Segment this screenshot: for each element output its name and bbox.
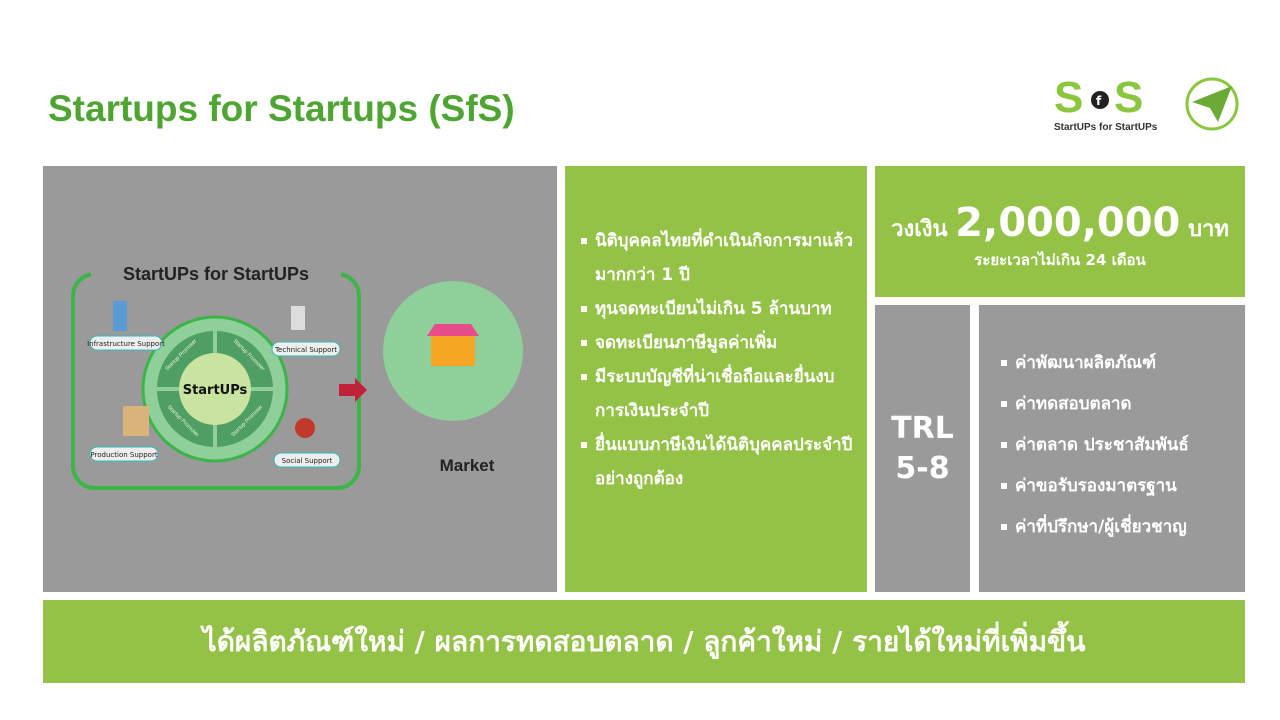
expense-item: ค่าตลาด ประชาสัมพันธ์ [1001, 425, 1245, 466]
eligibility-item: ยื่นแบบภาษีเงินได้นิติบุคคลประจำปีอย่างถ… [581, 428, 855, 496]
eligibility-item: มีระบบบัญชีที่น่าเชื่อถือและยื่นงบการเงิ… [581, 360, 855, 428]
people-icon [295, 418, 315, 438]
expense-item: ค่าทดสอบตลาด [1001, 384, 1245, 425]
center-label: StartUPs [183, 383, 248, 398]
eligibility-panel: นิติบุคคลไทยที่ดำเนินกิจการมาแล้วมากกว่า… [565, 166, 867, 592]
svg-text:S: S [1054, 73, 1083, 122]
eligibility-item: นิติบุคคลไทยที่ดำเนินกิจการมาแล้วมากกว่า… [581, 224, 855, 292]
expense-item: ค่าพัฒนาผลิตภัณฑ์ [1001, 343, 1245, 384]
trl-label: TRL [891, 410, 954, 446]
budget-duration: ระยะเวลาไม่เกิน 24 เดือน [974, 251, 1146, 269]
trl-panel: TRL 5-8 [875, 305, 970, 592]
expense-item: ค่าขอรับรองมาตรฐาน [1001, 466, 1245, 507]
page-title: Startups for Startups (SfS) [48, 88, 515, 129]
budget-amount: 2,000,000 [955, 200, 1181, 246]
eligibility-item: ทุนจดทะเบียนไม่เกิน 5 ล้านบาท [581, 292, 855, 326]
support-infrastructure: Infrastructure Support [87, 340, 165, 348]
support-social: Social Support [282, 457, 333, 465]
robot-arm-icon [291, 306, 305, 330]
support-production: Production Support [90, 451, 157, 459]
budget-unit: บาท [1188, 217, 1229, 242]
expense-item: ค่าที่ปรึกษา/ผู้เชี่ยวชาญ [1001, 507, 1245, 548]
eligibility-item: จดทะเบียนภาษีมูลค่าเพิ่ม [581, 326, 855, 360]
budget-prefix: วงเงิน [891, 217, 948, 242]
outcome-banner: ได้ผลิตภัณฑ์ใหม่ / ผลการทดสอบตลาด / ลูกค… [43, 600, 1245, 683]
boxes-icon [123, 406, 149, 436]
trl-range: 5-8 [895, 450, 950, 486]
support-technical: Technical Support [274, 346, 337, 354]
svg-text:S: S [1114, 73, 1143, 122]
sfs-diagram-panel: StartUPs for StartUPs Startup Promoter S… [43, 166, 557, 592]
diagram-title: StartUPs for StartUPs [123, 264, 309, 284]
arrow-right-icon [339, 378, 367, 402]
logo-text: StartUPs for StartUPs [1054, 122, 1158, 133]
market-label: Market [440, 456, 495, 475]
building-icon [113, 301, 127, 331]
svg-text:f: f [1096, 94, 1102, 108]
outcome-text: ได้ผลิตภัณฑ์ใหม่ / ผลการทดสอบตลาด / ลูกค… [202, 624, 1086, 658]
expenses-panel: ค่าพัฒนาผลิตภัณฑ์ ค่าทดสอบตลาด ค่าตลาด ป… [979, 305, 1245, 592]
budget-panel: วงเงิน 2,000,000 บาท ระยะเวลาไม่เกิน 24 … [875, 166, 1245, 297]
sfs-logo: S f S StartUPs for StartUPs [1054, 73, 1239, 133]
